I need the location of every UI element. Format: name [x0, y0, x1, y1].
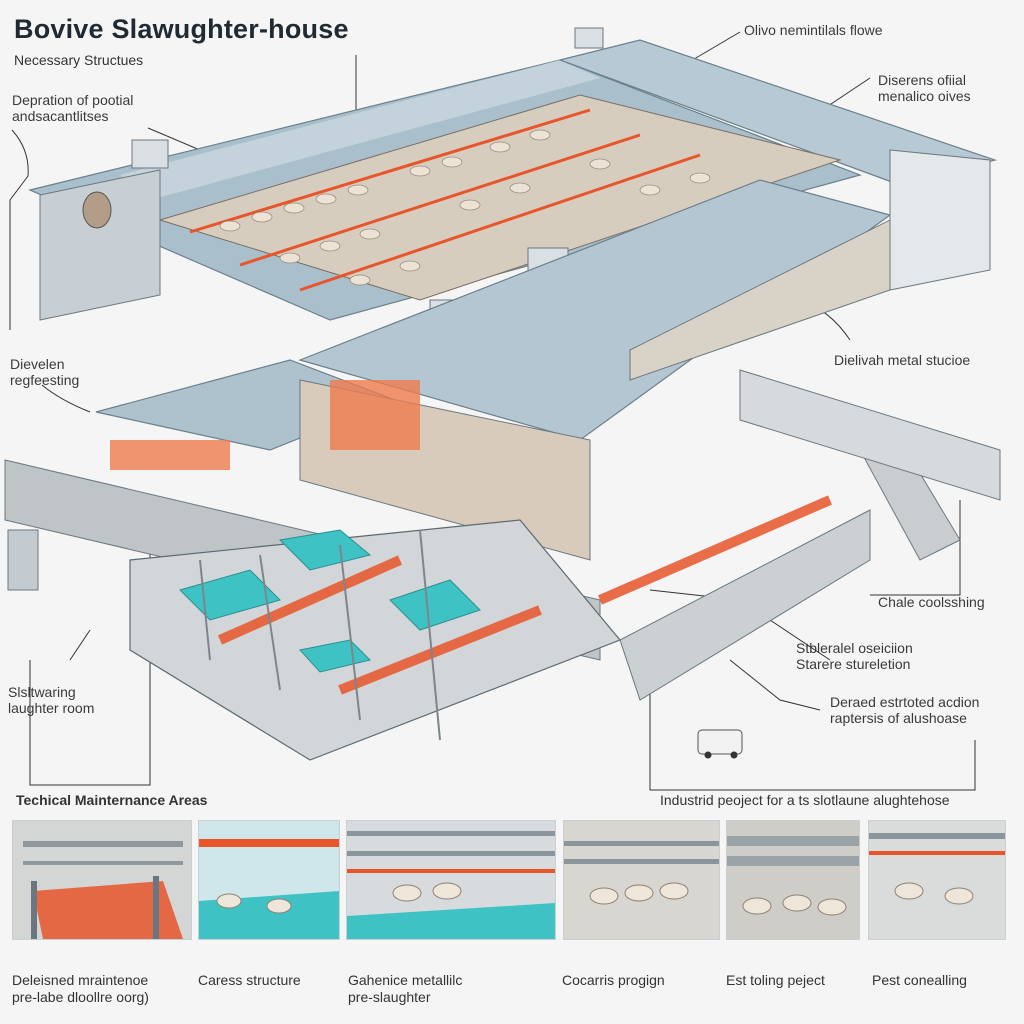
gallery-caption-4-line1: Cocarris progign	[562, 972, 665, 988]
pen-block	[129, 519, 621, 761]
callout-left-mid: Dievelen regfeesting	[10, 356, 79, 388]
thumb-pest-concealing-illustration	[869, 821, 1005, 939]
gallery-caption-4: Cocarris progign	[562, 972, 665, 989]
gallery-caption-1: Deleisned mraintenoe pre-labe dloollre o…	[12, 972, 149, 1006]
cattle-rows	[219, 129, 711, 286]
callout-left-bottom: Slsltwaring laughter room	[8, 684, 94, 716]
callout-top-right-line2: menalico oives	[878, 88, 971, 105]
gallery-caption-5: Est toling peject	[726, 972, 825, 989]
callout-right-detail: Deraed estrtoted acdion raptersis of alu…	[830, 694, 979, 726]
section-industrial-heading: Industrid peoject for a ts slotlaune alu…	[660, 792, 950, 808]
page-subtitle: Necessary Structues	[14, 52, 144, 68]
section-maintenance-heading: Techical Mainternance Areas	[16, 792, 208, 808]
callout-left-bottom-line1: Slsltwaring	[8, 684, 76, 700]
callout-left-mid-line2: regfeesting	[10, 372, 80, 389]
processing-orange-glow	[110, 380, 420, 470]
gallery-caption-3: Gahenice metallilc pre-slaughter	[348, 972, 462, 1006]
callout-right-structure-line1: Stbleralel oseiciion	[796, 640, 913, 656]
callout-left-mid-line1: Dievelen	[10, 356, 65, 372]
thumb-est-toling-illustration	[727, 821, 859, 939]
callout-right-structure: Stbleralel oseiciion Starere stureletion	[796, 640, 913, 672]
gallery-thumb-cocarris[interactable]	[563, 820, 720, 940]
right-annex-wall	[889, 149, 991, 291]
thumb-carcass-illustration	[199, 821, 339, 939]
callout-top-right-line1: Diserens ofiial	[878, 72, 966, 88]
callout-left-top-line2: andsacantlitses	[12, 108, 109, 125]
gable-vent	[82, 191, 112, 229]
service-vehicle	[697, 729, 743, 759]
callout-top-right: Diserens ofiial menalico oives	[878, 72, 971, 104]
pen-partitions	[199, 529, 441, 741]
gallery-caption-3-line2: pre-slaughter	[348, 988, 431, 1005]
gallery-thumb-pre-slaughter[interactable]	[346, 820, 556, 940]
photo-gallery	[8, 820, 1016, 940]
callout-right-chale: Chale coolsshing	[878, 594, 985, 610]
thumb-maintenance-illustration	[13, 821, 191, 939]
callout-right-mid: Dielivah metal stucioe	[834, 352, 971, 368]
gallery-caption-1-line1: Deleisned mraintenoe	[12, 972, 149, 988]
left-gable-wall	[39, 169, 161, 321]
gallery-thumb-pest-concealing[interactable]	[868, 820, 1006, 940]
gallery-caption-2-line1: Caress structure	[198, 972, 301, 988]
callout-left-top-line1: Depration of pootial	[12, 92, 134, 108]
callout-top-center: Olivo nemintilals flowe	[744, 22, 883, 38]
callout-right-structure-line2: Starere stureletion	[796, 656, 911, 673]
thumb-pre-slaughter-illustration	[347, 821, 555, 939]
page-title: Bovive Slawughter-house	[14, 14, 349, 44]
gallery-caption-6-line1: Pest conealling	[872, 972, 967, 988]
interior-rails	[189, 108, 701, 292]
orange-chutes	[217, 495, 832, 695]
gallery-caption-2: Caress structure	[198, 972, 301, 989]
main-roof-ridge	[120, 60, 600, 200]
gallery-thumb-est-toling[interactable]	[726, 820, 860, 940]
left-service-door	[7, 529, 39, 591]
right-pen-posts	[629, 219, 891, 381]
slaughterhouse-isometric-illustration	[4, 27, 1001, 791]
gallery-caption-5-line1: Est toling peject	[726, 972, 825, 988]
thumb-cocarris-illustration	[564, 821, 719, 939]
right-wing-roof	[557, 39, 998, 186]
gallery-caption-3-line1: Gahenice metallilc	[348, 972, 463, 988]
gallery-thumb-carcass[interactable]	[198, 820, 340, 940]
callout-left-bottom-line2: laughter room	[8, 700, 95, 717]
gallery-thumb-maintenance[interactable]	[12, 820, 192, 940]
right-boundary-wall	[739, 369, 1001, 501]
callout-right-detail-line2: raptersis of alushoase	[830, 710, 967, 727]
gallery-caption-1-line2: pre-labe dloollre oorg)	[12, 988, 149, 1005]
callout-left-top: Depration of pootial andsacantlitses	[12, 92, 133, 124]
gallery-caption-6: Pest conealling	[872, 972, 967, 989]
right-ramp-wall	[619, 509, 871, 701]
callout-right-detail-line1: Deraed estrtoted acdion	[830, 694, 980, 710]
